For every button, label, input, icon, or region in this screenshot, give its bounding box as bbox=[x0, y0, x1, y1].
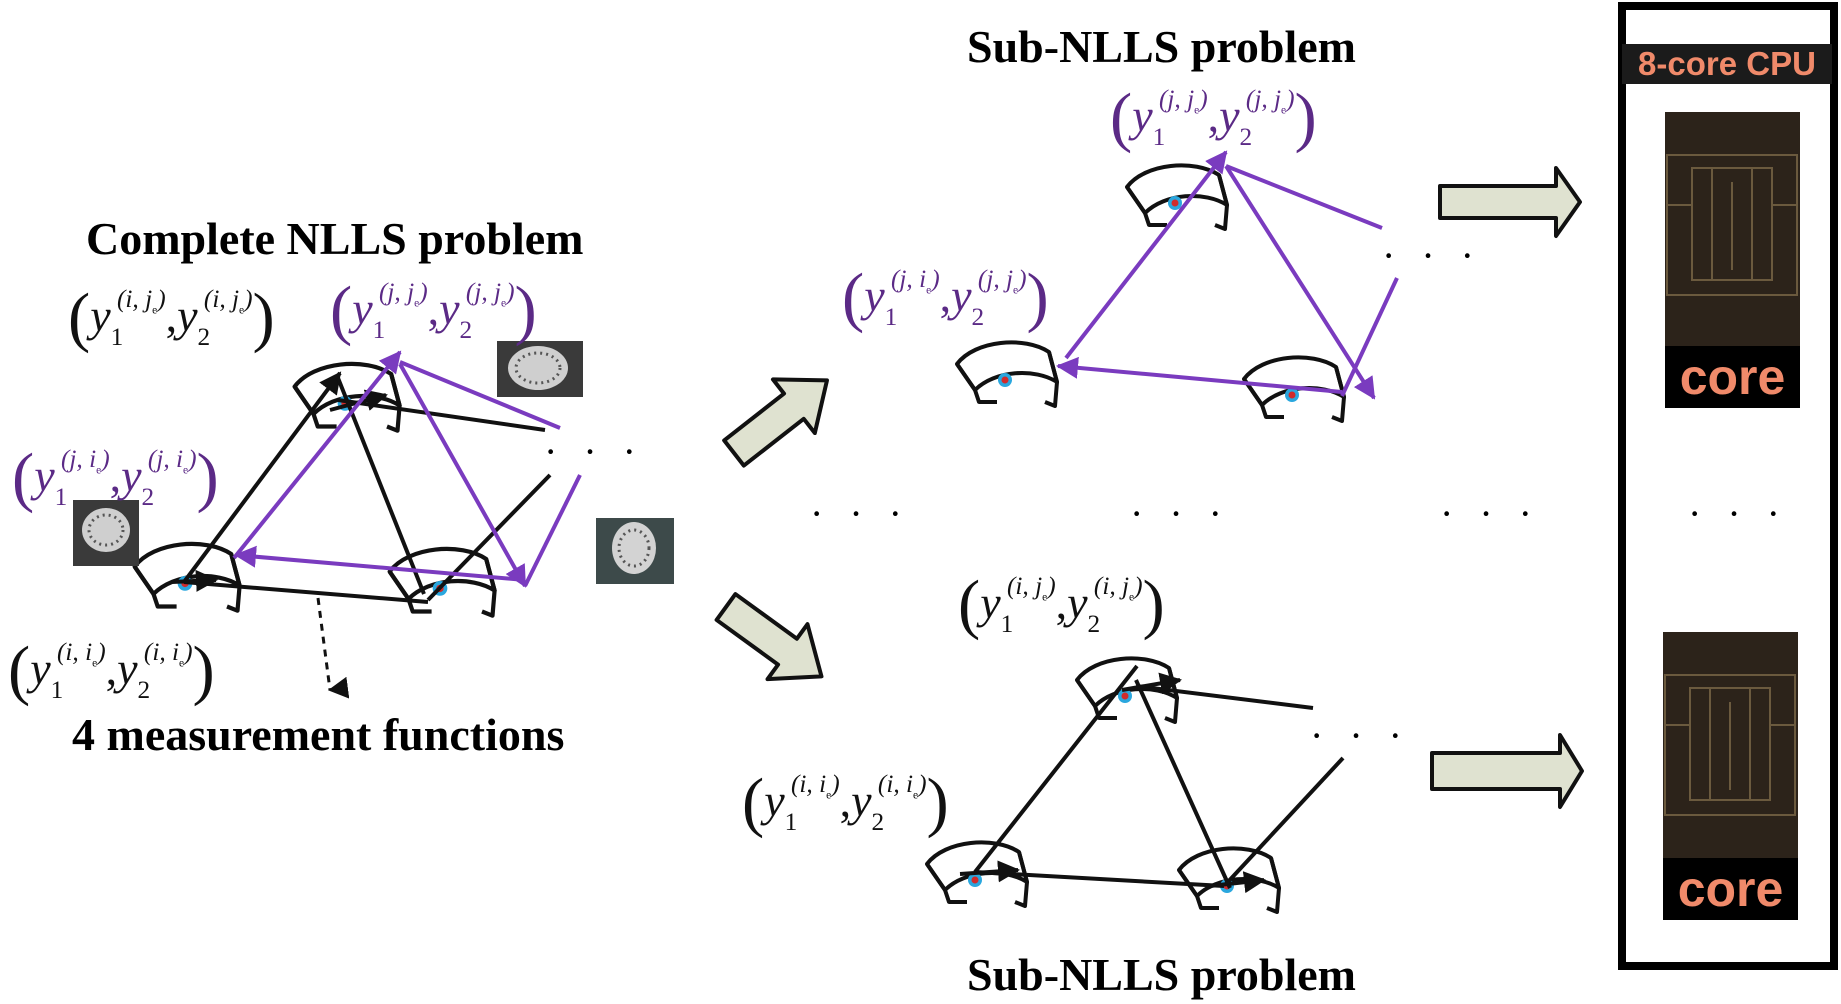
ellipsis: · · · bbox=[1382, 233, 1482, 278]
sub-problem-title-top: Sub-NLLS problem bbox=[967, 21, 1357, 72]
edge-line bbox=[1225, 164, 1383, 230]
to-core-arrow-top bbox=[1438, 166, 1582, 238]
measurement-label-ji: (y1(j, ie),y2(j, ie)) bbox=[12, 441, 219, 514]
edge-line bbox=[523, 474, 582, 587]
edge-line bbox=[973, 664, 1139, 874]
measurement-label-ij: (y1(i, je),y2(i, je)) bbox=[68, 281, 275, 354]
split-arrow-up bbox=[722, 377, 829, 468]
core-chip-image-top bbox=[1665, 112, 1800, 347]
edge-line bbox=[1224, 756, 1345, 886]
edge-line bbox=[1340, 277, 1399, 397]
camera-icon bbox=[390, 549, 495, 616]
pattern-thumbnail bbox=[596, 518, 674, 584]
complete-problem-title: Complete NLLS problem bbox=[86, 213, 584, 264]
to-core-arrow-bottom bbox=[1430, 733, 1584, 809]
edge-line bbox=[1135, 684, 1314, 710]
measurement-arrow bbox=[316, 597, 350, 699]
edge-line bbox=[232, 350, 402, 560]
ellipsis: · · · bbox=[1310, 713, 1410, 758]
edge-line bbox=[1209, 871, 1266, 894]
ellipsis: · · · bbox=[1688, 491, 1788, 536]
sub-bottom-label-ij: (y1(i, je),y2(i, je)) bbox=[958, 568, 1165, 641]
pattern-thumbnail bbox=[73, 500, 139, 566]
sub-graph-bottom bbox=[925, 656, 1345, 914]
core-label-bottom: core bbox=[1663, 858, 1798, 920]
edge-line bbox=[1134, 679, 1232, 889]
ellipsis: · · · bbox=[544, 429, 644, 474]
edge-line bbox=[1224, 164, 1376, 400]
measurement-label-ii: (y1(i, ie),y2(i, ie)) bbox=[8, 634, 215, 707]
split-arrow-down bbox=[714, 592, 824, 682]
measurement-functions-label: 4 measurement functions bbox=[72, 709, 565, 760]
edge-line bbox=[398, 363, 527, 588]
core-chip-image-bottom bbox=[1663, 632, 1798, 862]
sub-top-label-ji: (y1(j, ie),y2(j, je)) bbox=[842, 261, 1049, 334]
ellipsis: · · · bbox=[1440, 491, 1540, 536]
edge-line bbox=[234, 545, 526, 582]
camera-icon bbox=[1125, 163, 1229, 231]
edge-line bbox=[426, 473, 552, 602]
measurement-label-jj: (y1(j, je),y2(j, je)) bbox=[330, 274, 537, 347]
edge-line bbox=[171, 569, 218, 592]
ellipsis: · · · bbox=[1130, 491, 1230, 536]
edge-line bbox=[1121, 672, 1182, 695]
edge-line bbox=[1056, 356, 1343, 394]
complete-graph bbox=[135, 350, 582, 699]
edge-line bbox=[399, 360, 561, 430]
cpu-title: 8-core CPU bbox=[1622, 44, 1832, 84]
sub-bottom-label-ii: (y1(i, ie),y2(i, ie)) bbox=[742, 766, 949, 839]
edge-line bbox=[1064, 150, 1228, 360]
edge-line bbox=[182, 371, 342, 584]
pattern-thumbnail bbox=[497, 341, 583, 397]
edge-line bbox=[183, 580, 429, 604]
edge-line bbox=[959, 860, 1020, 883]
edge-line bbox=[337, 398, 546, 432]
sub-top-label-jj: (y1(j, je),y2(j, je)) bbox=[1110, 81, 1317, 154]
sub-problem-title-bottom: Sub-NLLS problem bbox=[967, 949, 1357, 1000]
camera-icon bbox=[955, 340, 1059, 408]
ellipsis: · · · bbox=[810, 491, 910, 536]
core-label-top: core bbox=[1665, 346, 1800, 408]
sub-graph-top bbox=[955, 150, 1399, 423]
